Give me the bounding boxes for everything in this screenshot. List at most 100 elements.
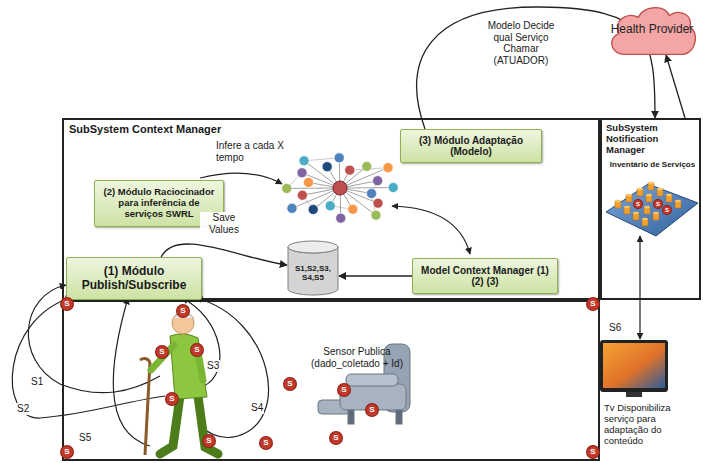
node-title: Sensor Publica (dado_coletado + Id) <box>292 346 422 369</box>
service-cylinder <box>655 201 661 208</box>
graph-node <box>336 213 346 223</box>
elderly-person <box>140 312 218 455</box>
service-inventory <box>606 182 698 236</box>
sensor-icon: S <box>663 206 671 214</box>
subsystem-panel: SubSystem Notification ManagerInventário… <box>600 118 701 300</box>
cloud: Health Provider <box>606 3 698 57</box>
service-cylinder-top <box>637 188 643 191</box>
sensor-icon: S <box>338 384 350 396</box>
service-cylinder-top <box>646 194 652 197</box>
graph-node <box>348 204 358 214</box>
service-cylinder <box>635 201 641 208</box>
subsystem-panel: SubSystem Context Manager(2) Módulo Raci… <box>62 118 600 300</box>
module-box: (1) Módulo Publish/Subscribe <box>66 257 202 300</box>
sensor-icon: S <box>587 298 599 310</box>
sensor-icon: S <box>203 435 215 447</box>
path-shape <box>198 396 218 454</box>
service-cylinder-top <box>653 212 659 215</box>
node-title: (3) Módulo Adaptação (Modelo) <box>405 135 537 158</box>
sensor-icon: S <box>587 446 599 458</box>
service-cylinder-top <box>644 206 650 209</box>
sensor-icon: S <box>156 346 168 358</box>
path-shape <box>639 236 640 339</box>
graph-node <box>373 198 383 208</box>
graph-node <box>322 162 332 172</box>
graph-node <box>388 183 398 193</box>
rect-shape <box>603 343 665 388</box>
path-shape <box>12 297 165 418</box>
graph-edge <box>287 188 340 189</box>
annotation: Tv Disponibiliza serviço para adaptação … <box>603 403 703 447</box>
sensor-icon: S <box>166 393 178 405</box>
graph-node <box>297 168 307 178</box>
sensor-icon: S <box>330 432 342 444</box>
service-cylinder-top <box>642 218 648 221</box>
signal-label: S5 <box>78 432 92 444</box>
connector <box>666 55 685 118</box>
leader-lines <box>12 173 640 446</box>
graph-node <box>299 156 309 166</box>
ontology-graph <box>282 153 398 223</box>
cylinder-top <box>288 241 338 253</box>
path-shape <box>196 298 268 438</box>
annotation: Infere a cada X tempo <box>215 140 291 163</box>
module-box: Model Context Manager (1) (2) (3) <box>412 258 558 294</box>
edge-label: Save Values <box>200 212 248 235</box>
signal-label: S2 <box>16 403 30 415</box>
graph-node <box>383 163 393 173</box>
node-title: SubSystem Notification Manager <box>606 123 699 156</box>
edge-label: Modelo Decide qual Serviço Chamar (ATUAD… <box>478 20 564 66</box>
service-cylinder-top <box>624 206 630 209</box>
sensor-icon: S <box>654 200 662 208</box>
graph-edge <box>340 187 393 188</box>
signal-label: S4 <box>250 402 264 414</box>
path-shape <box>113 298 150 446</box>
sensor-icon: S <box>191 344 203 356</box>
module-box: (3) Módulo Adaptação (Modelo) <box>400 129 542 163</box>
graph-node <box>325 201 335 211</box>
graph-node <box>362 161 372 171</box>
path-shape <box>151 345 174 370</box>
path-shape <box>140 358 150 362</box>
service-cylinder-top <box>633 212 639 215</box>
service-cylinder-top <box>615 200 621 203</box>
sensor-icon: S <box>61 298 73 310</box>
database-cylinder: S1,S2,S3, S4,S5 <box>287 240 339 296</box>
service-cylinder-top <box>675 200 681 203</box>
node-title: S1,S2,S3, S4,S5 <box>291 264 335 282</box>
service-cylinder-top <box>657 188 663 191</box>
graph-node <box>334 153 344 163</box>
sensor-icon: S <box>284 378 296 390</box>
graph-node <box>308 205 318 215</box>
sensor-icon: S <box>634 200 642 208</box>
graph-node <box>373 176 383 186</box>
signal-label: S3 <box>206 360 220 372</box>
node-title: Model Context Manager (1) (2) (3) <box>417 265 553 288</box>
polygon-shape <box>606 184 698 236</box>
graph-node <box>282 183 292 193</box>
graph-node <box>303 177 313 187</box>
sensor-icon: S <box>61 446 73 458</box>
rect-shape <box>600 340 668 392</box>
rect-shape <box>346 374 398 386</box>
graph-node <box>297 190 307 200</box>
rect-shape <box>626 392 642 397</box>
path-shape <box>392 206 470 254</box>
line-shape <box>145 362 150 455</box>
tv <box>600 340 668 397</box>
sensor-icon: S <box>366 404 378 416</box>
graph-node <box>367 189 377 199</box>
service-cylinder-top <box>666 194 672 197</box>
connector <box>339 275 412 276</box>
cylinder-body <box>288 247 338 295</box>
graph-node <box>345 165 355 175</box>
node-subtitle: Inventário de Serviços <box>608 160 697 169</box>
service-cylinder <box>664 207 670 214</box>
signal-label: S1 <box>30 376 44 388</box>
node-title: (1) Módulo Publish/Subscribe <box>71 265 197 293</box>
graph-node <box>371 210 381 220</box>
